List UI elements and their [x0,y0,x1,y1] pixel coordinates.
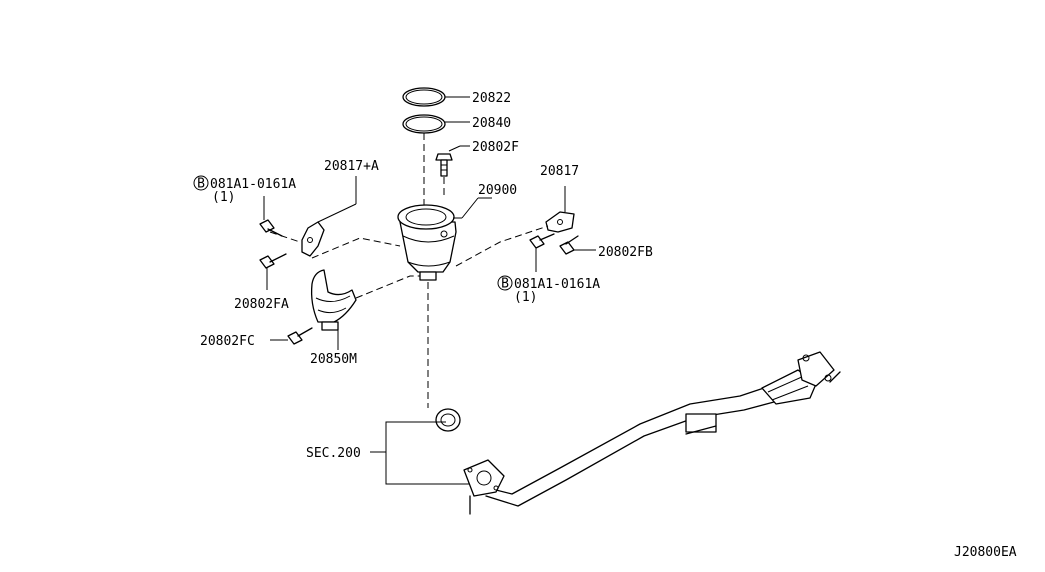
label-20802FC: 20802FC [200,334,255,349]
label-bolt-right-qty: (1) [514,290,537,305]
label-20900: 20900 [478,183,517,198]
label-bolt-left-qty: (1) [212,190,235,205]
label-20802FA: 20802FA [234,297,289,312]
bracket-20817A [301,176,357,257]
heat-shield-link [355,275,420,299]
catalytic-converter-20900 [397,197,492,281]
label-20802F: 20802F [472,140,519,155]
gasket-20822 [402,87,470,107]
gasket-20840 [402,114,470,134]
bolt-20802FC [270,327,313,345]
label-20822: 20822 [472,91,511,106]
label-20817A: 20817+A [324,159,379,174]
diagram-id: J20800EA [954,545,1017,560]
front-exhaust-tube [463,351,841,515]
bracket-20817 [545,186,575,233]
label-bolt-left: 081A1-0161A [210,177,296,192]
label-20802FB: 20802FB [598,245,653,260]
bolt-081A1-left [259,219,283,237]
svg-text:B: B [197,177,205,192]
label-20817: 20817 [540,164,579,179]
bolt-20802F [435,145,470,198]
svg-text:B: B [501,277,509,292]
bolt-left-link [269,231,301,243]
sec200-gasket [435,408,461,432]
heat-shield-20850M [310,269,357,350]
bolt-081A1-right [529,233,555,249]
label-sec200: SEC.200 [306,446,361,461]
bracket-right-link [455,225,549,267]
circle-b-left-icon: B [193,175,209,192]
label-20840: 20840 [472,116,511,131]
label-bolt-right: 081A1-0161A [514,277,600,292]
label-20850M: 20850M [310,352,357,367]
bolt-20802FA [259,253,287,269]
circle-b-right-icon: B [497,275,513,292]
sec200-bracket [385,421,470,485]
bolt-20802FB [559,235,579,255]
bracket-left-link [311,237,401,259]
